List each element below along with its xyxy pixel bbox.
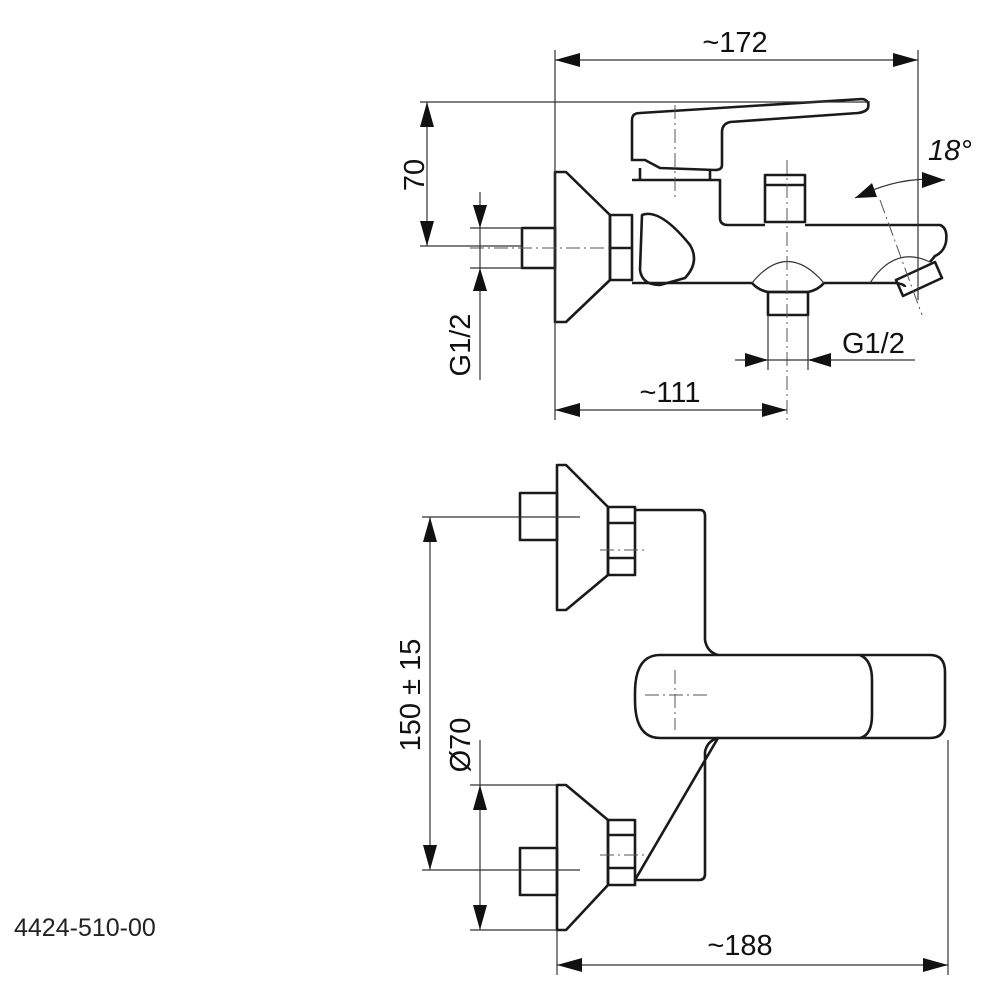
dim-overall-length: ~172 xyxy=(702,27,767,59)
body xyxy=(633,508,720,882)
aerator xyxy=(894,260,944,298)
lever-base xyxy=(638,168,712,180)
escutcheon xyxy=(553,170,612,324)
dim-center-distance: 150 ± 15 xyxy=(395,639,427,752)
arrowheads xyxy=(473,205,487,291)
lever-divider xyxy=(859,653,874,740)
upper-nut-lines xyxy=(608,521,635,560)
outlet-fitting xyxy=(766,290,810,317)
dim-outlet-offset: ~111 xyxy=(639,377,700,409)
dim-overall-depth: ~188 xyxy=(707,930,772,962)
arrowheads xyxy=(745,353,831,367)
spout-axis xyxy=(879,199,923,316)
cone-handle xyxy=(638,212,696,287)
dim-outlet-thread: G1/2 xyxy=(842,328,905,360)
dim-inlet-thread: G1/2 xyxy=(445,314,477,377)
lever-top xyxy=(633,653,947,740)
diverter-knob xyxy=(763,173,807,224)
body-bottom-outline xyxy=(632,281,907,294)
lower-inlet-pipe xyxy=(518,846,559,897)
upper-nut xyxy=(606,505,637,577)
top-view: 150 ± 15 Ø70 ~188 xyxy=(395,463,949,975)
spout-curves xyxy=(751,256,931,284)
lower-nut xyxy=(606,818,637,887)
arrowheads xyxy=(855,172,945,198)
upper-escutcheon xyxy=(555,463,610,612)
dim-escutcheon-diameter: Ø70 xyxy=(445,718,477,773)
side-view: ~172 70 G1/2 G1/2 ~111 18° xyxy=(399,27,972,420)
body-top-outline xyxy=(632,178,948,263)
dim-height: 70 xyxy=(399,159,431,191)
arrowheads xyxy=(555,403,787,417)
part-number-label: 4424-510-00 xyxy=(14,914,156,942)
lower-nut-lines xyxy=(608,833,635,870)
dim-spout-angle: 18° xyxy=(928,135,972,167)
lever xyxy=(630,97,870,172)
lower-escutcheon xyxy=(555,783,610,932)
